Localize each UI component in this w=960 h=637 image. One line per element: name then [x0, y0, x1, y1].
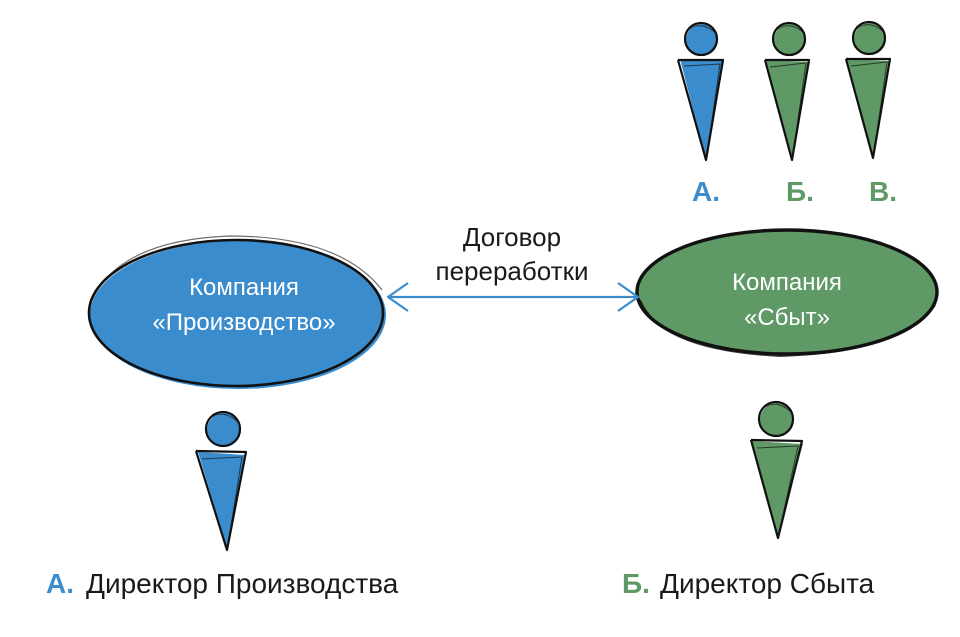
director-production-title: Директор Производства	[86, 568, 399, 599]
director-production-letter: А.	[46, 568, 74, 599]
company-production-ellipse	[87, 235, 386, 389]
company-sales-ellipse	[635, 228, 939, 358]
director-sales-letter: Б.	[622, 568, 650, 599]
owner-v-person-icon	[844, 20, 892, 160]
contract-label-line2: переработки	[436, 256, 589, 286]
director-production-person-icon	[194, 410, 248, 552]
owner-b-label: Б.	[786, 176, 814, 207]
owner-a-label: А.	[692, 176, 720, 207]
owner-v-label: В.	[869, 176, 897, 207]
company-production-line2: «Производство»	[152, 309, 335, 336]
owner-b-person-icon	[763, 21, 811, 162]
company-production-line1: Компания	[189, 274, 299, 301]
director-sales-title: Директор Сбыта	[660, 568, 875, 599]
director-sales-person-icon	[749, 400, 804, 540]
company-sales-line1: Компания	[732, 269, 842, 296]
contract-label-line1: Договор	[463, 222, 561, 252]
company-sales-line2: «Сбыт»	[744, 304, 830, 331]
double-headed-arrow-icon	[386, 282, 640, 312]
owner-a-person-icon	[676, 21, 725, 162]
